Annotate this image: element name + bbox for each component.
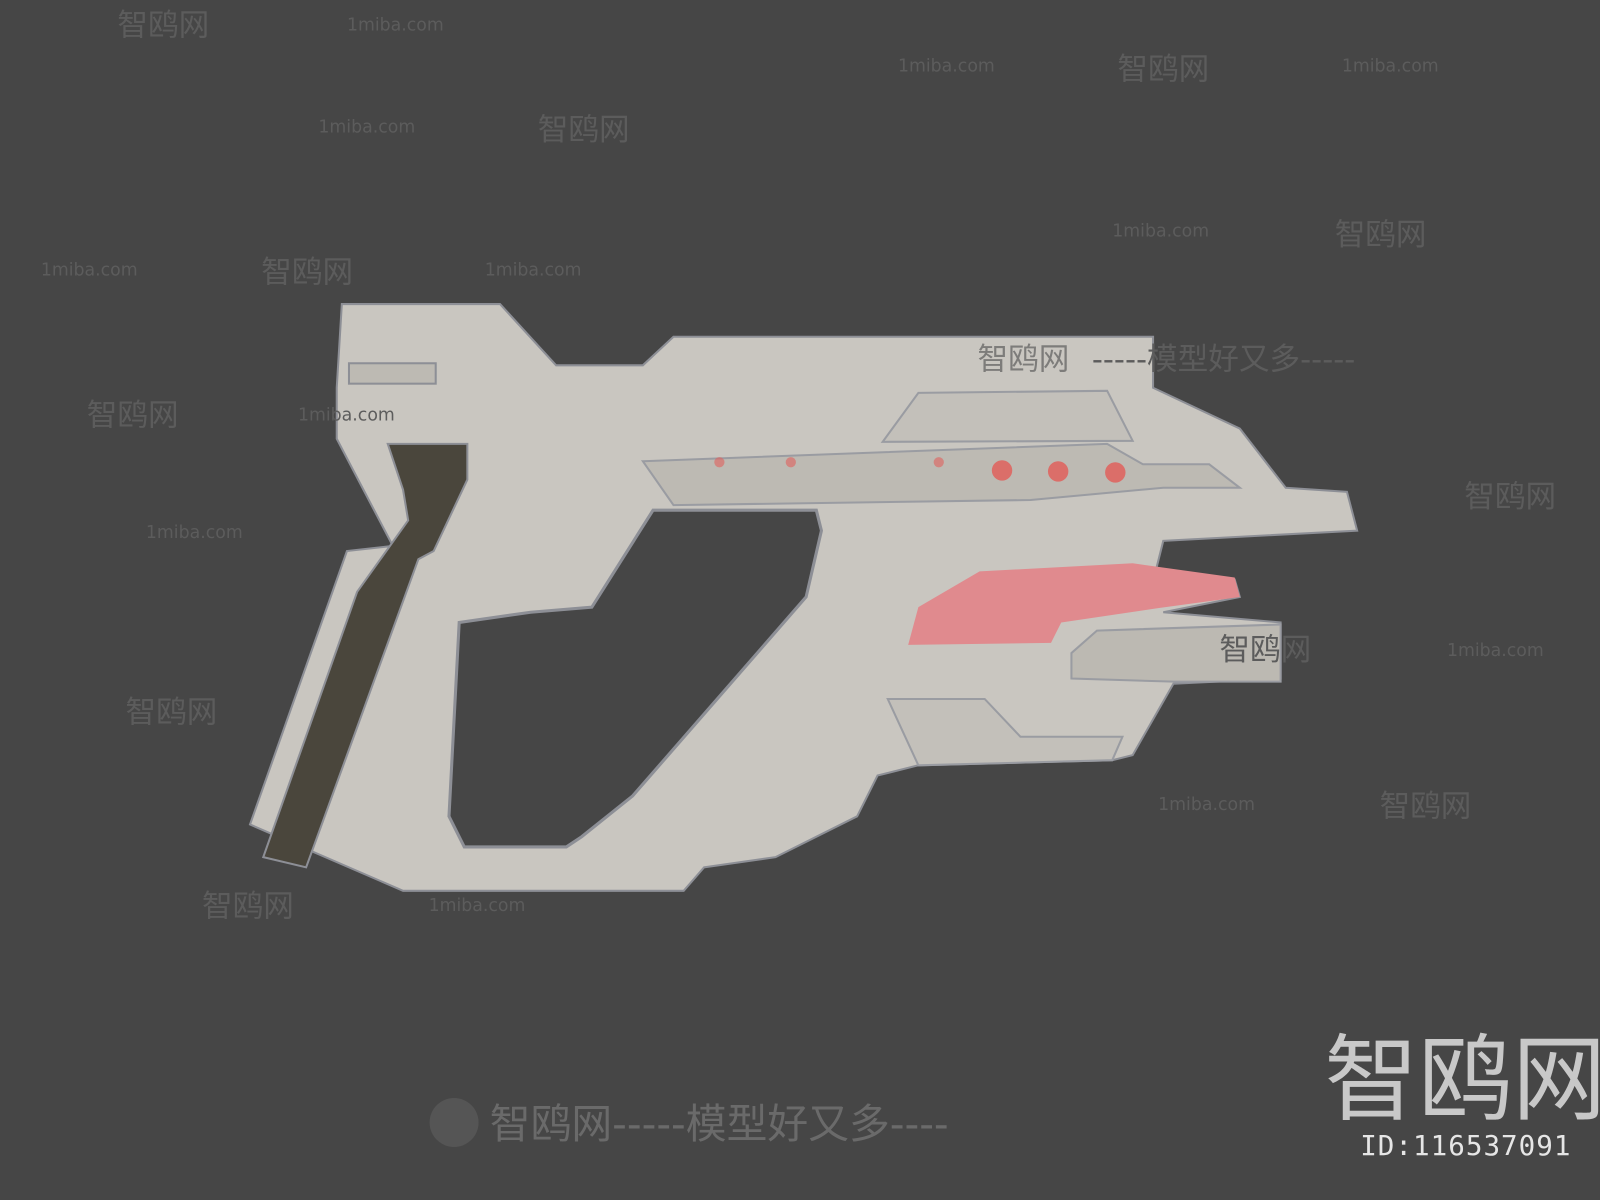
watermark-site: 1miba.com: [429, 896, 526, 916]
lower-barrel: [1070, 623, 1282, 683]
watermark-site: 1miba.com: [318, 118, 415, 138]
watermark-brand: 智鸥网: [1219, 633, 1311, 668]
watermark-brand: 智鸥网: [978, 342, 1070, 377]
sci-fi-gun: [248, 303, 1359, 892]
bird-logo-icon: [429, 1097, 479, 1147]
watermark-site: 1miba.com: [485, 261, 582, 281]
led-light: [1105, 462, 1126, 483]
watermark-site: 1miba.com: [347, 16, 444, 36]
watermark-site: 1miba.com: [298, 405, 395, 425]
grip-panel: [261, 442, 469, 869]
watermark-site: 1miba.com: [898, 56, 995, 76]
watermark-brand: 智鸥网: [1380, 789, 1472, 824]
led-light: [714, 457, 725, 468]
watermark-slogan-bottom: 智鸥网-----模型好又多----: [490, 1100, 949, 1148]
watermark-site: 1miba.com: [1447, 641, 1544, 661]
lower-plate: [886, 697, 1125, 767]
model-id: ID:116537091: [1360, 1130, 1571, 1162]
watermark-site: 1miba.com: [41, 261, 138, 281]
watermark-slogan: -----模型好又多-----: [1092, 342, 1355, 377]
trigger-guard-opening: [447, 508, 824, 849]
led-light: [785, 457, 796, 468]
watermark-brand: 智鸥网: [1464, 480, 1556, 515]
rear-sight: [347, 362, 437, 385]
watermarks: 智鸥网 1miba.com 1miba.com 智鸥网 1miba.com 1m…: [41, 9, 1556, 1148]
watermark-brand: 智鸥网: [126, 695, 218, 730]
watermark-brand: 智鸥网: [117, 9, 209, 44]
led-light: [991, 460, 1013, 481]
watermark-brand: 智鸥网: [261, 256, 353, 291]
watermark-brand: 智鸥网: [87, 399, 179, 434]
brand-logo: 智鸥网: [1324, 1026, 1600, 1135]
watermark-brand: 智鸥网: [202, 889, 294, 924]
upper-plate: [880, 389, 1135, 443]
led-lights: [714, 457, 1126, 483]
watermark-site: 1miba.com: [1342, 56, 1439, 76]
pink-energy-cell: [908, 563, 1240, 645]
led-light: [933, 457, 944, 468]
watermark-brand: 智鸥网: [538, 113, 630, 148]
watermark-site: 1miba.com: [1158, 795, 1255, 815]
watermark-brand: 智鸥网: [1117, 53, 1209, 88]
watermark-site: 1miba.com: [146, 523, 243, 543]
watermark-site: 1miba.com: [1112, 222, 1209, 242]
led-light: [1047, 461, 1069, 482]
watermark-brand: 智鸥网: [1335, 218, 1427, 253]
